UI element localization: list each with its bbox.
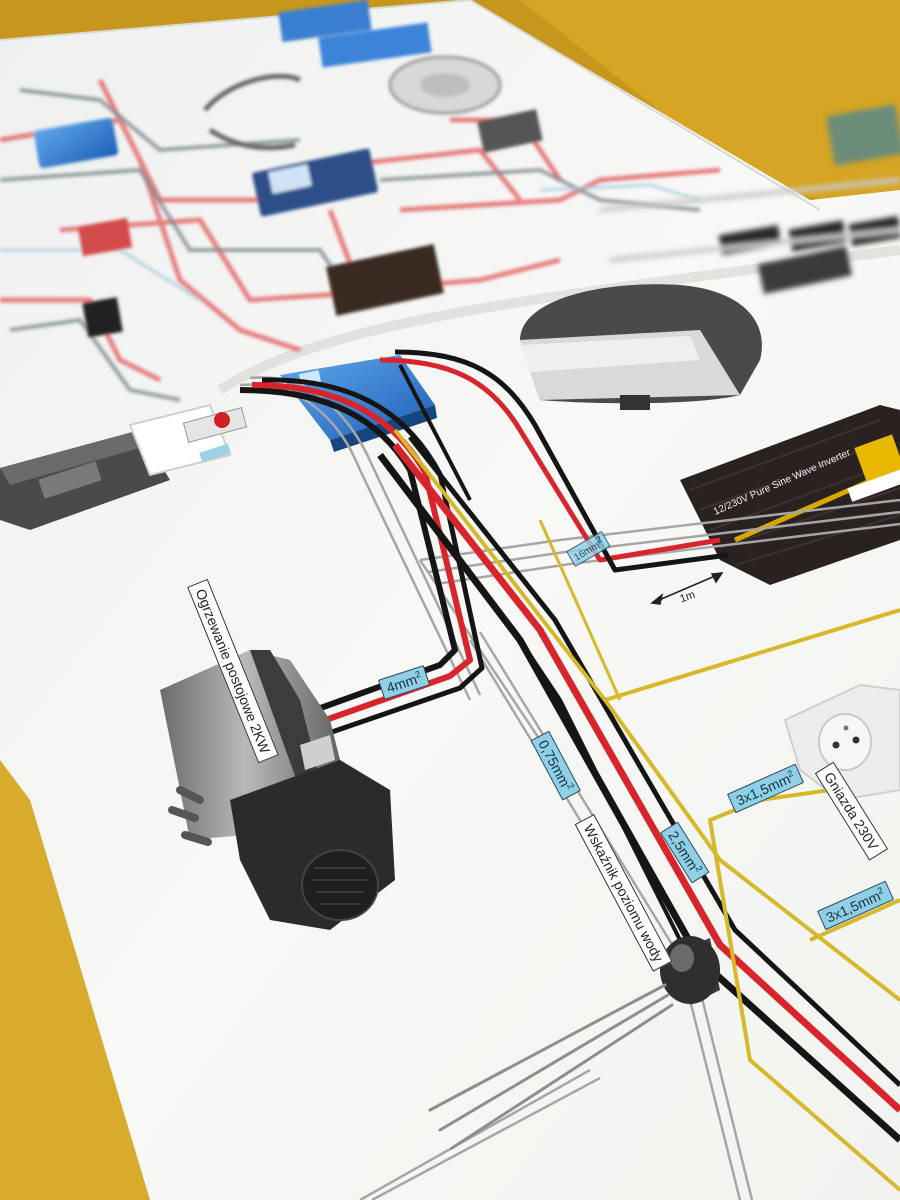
upper-diagram: [0, 0, 721, 402]
water-level-sensor-icon: [428, 936, 720, 1150]
fridge-icon: [520, 284, 762, 410]
charge-controller-icon: [33, 117, 119, 169]
wall-socket-icon: [783, 683, 900, 802]
solar-panel-icon: [278, 0, 432, 68]
measure-arrow: [650, 572, 724, 605]
far-right-devices: [599, 104, 900, 295]
battery-icon: [0, 403, 248, 530]
page-fold: [217, 245, 900, 395]
inverter-icon: [680, 405, 900, 585]
